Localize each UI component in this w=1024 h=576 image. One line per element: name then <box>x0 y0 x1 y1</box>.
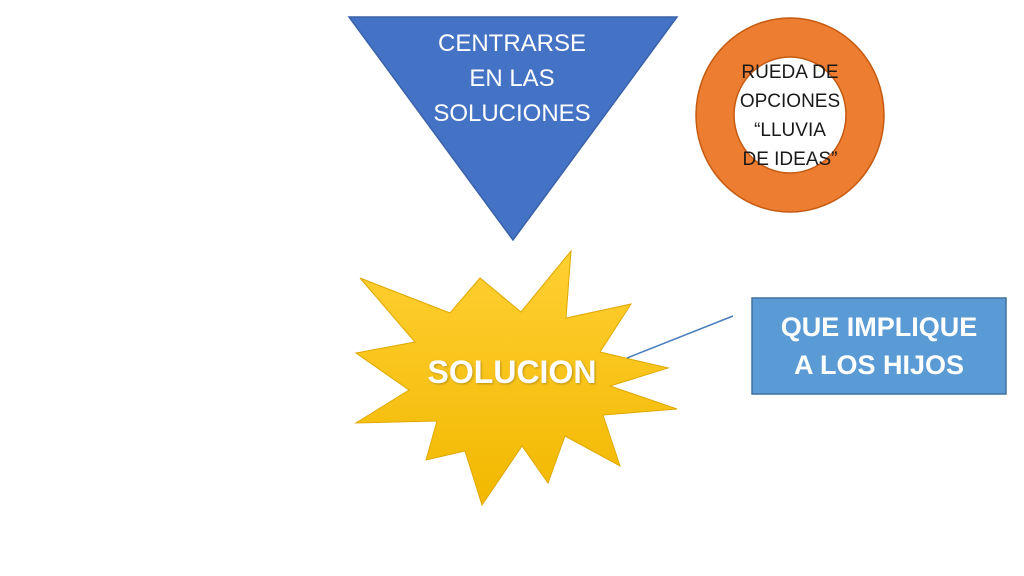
connector-line <box>626 315 734 359</box>
ring-line-2: OPCIONES <box>739 91 841 112</box>
ring-shape <box>695 17 885 213</box>
ring-label: RUEDA DE OPCIONES “LLUVIA DE IDEAS” <box>715 58 865 174</box>
triangle-line-1: CENTRARSE <box>437 30 587 57</box>
burst-label: SOLUCION <box>427 354 597 390</box>
ring-line-1: RUEDA DE <box>741 62 839 83</box>
triangle-label: CENTRARSE EN LAS SOLUCIONES <box>412 26 612 131</box>
inverted-triangle-shape <box>347 16 679 242</box>
callout-line-1: QUE IMPLIQUE <box>780 312 978 342</box>
callout-line-2: A LOS HIJOS <box>793 350 965 380</box>
triangle-line-3: SOLUCIONES <box>433 100 591 127</box>
explosion-burst-shape <box>354 249 678 507</box>
ring-line-3: “LLUVIA <box>754 120 826 141</box>
callout-box-shape <box>751 297 1007 395</box>
triangle-line-2: EN LAS <box>469 65 555 92</box>
ring-line-4: DE IDEAS” <box>742 149 838 170</box>
callout-label: QUE IMPLIQUE A LOS HIJOS <box>752 308 1006 384</box>
